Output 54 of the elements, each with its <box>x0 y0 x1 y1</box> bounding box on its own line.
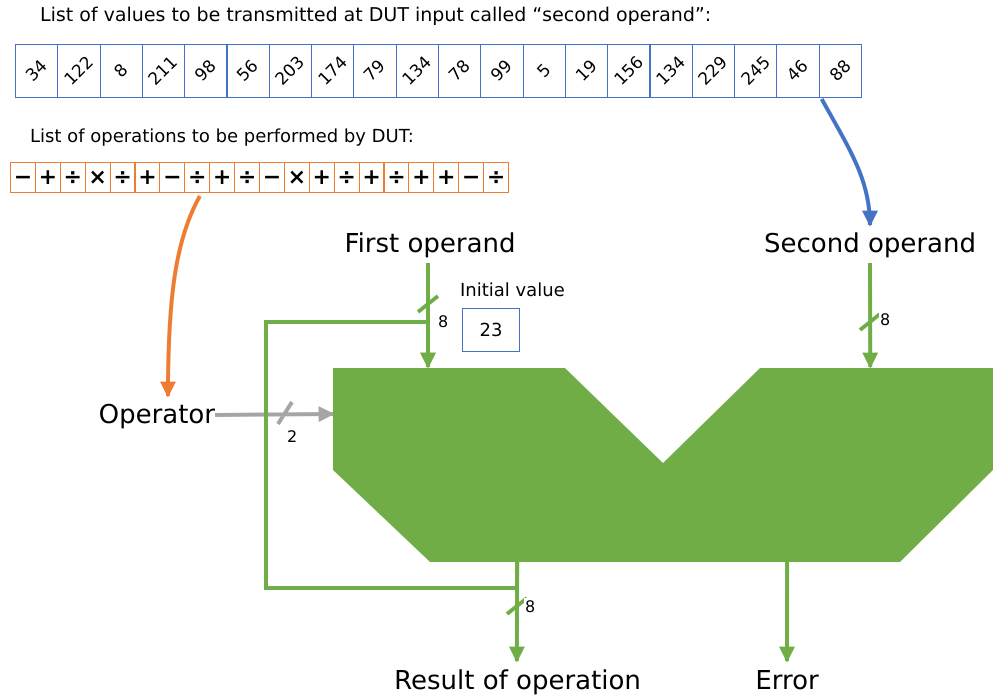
operation-cell: + <box>34 162 61 193</box>
value-cell: 79 <box>353 44 397 98</box>
operation-cell: + <box>134 162 160 193</box>
list-heading: List of values to be transmitted at DUT input called “second operand”: <box>40 4 712 26</box>
list-heading: List of operations to be performed by DUT: <box>30 126 414 147</box>
initial-value-box: 23 <box>462 308 520 352</box>
operation-cell: + <box>408 162 434 193</box>
port-label: First operand <box>330 225 530 263</box>
operation-cell: ÷ <box>483 162 509 193</box>
arrow <box>820 98 878 227</box>
operation-cell: ÷ <box>334 162 360 193</box>
operation-cell: − <box>458 162 484 193</box>
value-cell: 56 <box>226 44 270 98</box>
value-cell: 134 <box>650 44 693 98</box>
operation-cell: − <box>159 162 186 193</box>
value-cell: 88 <box>818 44 862 98</box>
value-cell: 78 <box>438 44 482 98</box>
operation-cell: + <box>209 162 236 193</box>
operation-cell: ÷ <box>60 162 86 193</box>
operation-cell: + <box>308 162 335 193</box>
operation-cell: − <box>10 162 36 193</box>
value-cell: 229 <box>692 44 736 98</box>
operation-cell: × <box>84 162 111 193</box>
value-cell: 156 <box>607 44 650 98</box>
value-cell: 34 <box>15 44 58 98</box>
value-cell: 203 <box>268 44 312 98</box>
arrow <box>779 562 795 663</box>
operation-cell: + <box>358 162 384 193</box>
operation-cell: ÷ <box>184 162 210 193</box>
operation-cell: − <box>259 162 285 193</box>
value-cell: 19 <box>564 44 608 98</box>
port-label: Result of operation <box>360 662 675 700</box>
arrow <box>213 400 335 426</box>
value-cell: 98 <box>184 44 228 98</box>
port-label: Error <box>745 662 829 700</box>
operation-cell: ÷ <box>110 162 136 193</box>
operation-cell: + <box>433 162 460 193</box>
operation-cell: ÷ <box>234 162 260 193</box>
value-cell: 211 <box>142 44 186 98</box>
arrow <box>160 195 202 398</box>
value-cell: 99 <box>480 44 524 98</box>
value-cell: 134 <box>396 44 439 98</box>
alu-shape <box>333 368 993 562</box>
port-label: Second operand <box>745 225 995 263</box>
box-heading: Initial value <box>460 280 565 301</box>
value-cell: 174 <box>311 44 354 98</box>
operation-cell: ÷ <box>384 162 410 193</box>
value-cell: 5 <box>522 44 566 98</box>
value-cell: 46 <box>776 44 820 98</box>
operation-cell: × <box>284 162 310 193</box>
value-cell: 8 <box>100 44 143 98</box>
value-cell: 122 <box>57 44 101 98</box>
port-label: Operator <box>75 396 215 434</box>
arrow <box>264 320 520 590</box>
